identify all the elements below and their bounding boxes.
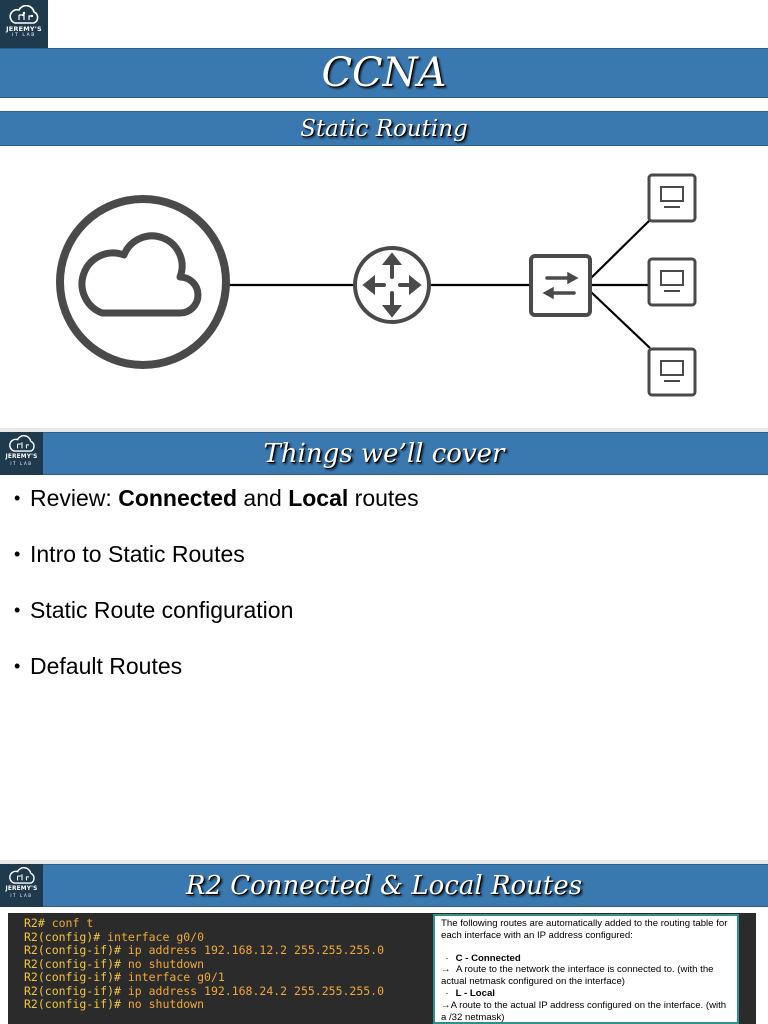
cloud-circuit-icon	[8, 867, 35, 884]
logo-subtext: IT LAB	[12, 33, 36, 38]
arrow-icon: →	[441, 964, 451, 976]
note-intro: The following routes are automatically a…	[441, 918, 728, 941]
list-item: • Default Routes	[14, 653, 183, 679]
title-banner: CCNA	[0, 48, 768, 98]
cli-line: R2(config-if)# no shutdown	[24, 997, 205, 1011]
logo-subtext: IT LAB	[10, 461, 33, 466]
topic-list: • Review: Connected and Local routes • I…	[14, 482, 419, 706]
switch-icon	[529, 254, 592, 317]
cover-banner: Things we’ll cover	[0, 432, 768, 475]
cli-line: R2(config-if)# interface g0/1	[24, 970, 225, 984]
network-diagram	[56, 173, 697, 397]
cli-line: R2(config-if)# ip address 192.168.12.2 2…	[24, 943, 385, 957]
slide-title: CCNA	[321, 50, 447, 96]
note-item-local: · L - Local	[445, 987, 495, 999]
pc-icon	[647, 347, 697, 397]
logo-text: JEREMY'S	[5, 454, 38, 460]
logo-badge: JEREMY'S IT LAB	[0, 0, 48, 48]
pc-icon	[647, 257, 697, 307]
routes-note: The following routes are automatically a…	[433, 914, 739, 1024]
slide-title: R2 Connected & Local Routes	[185, 870, 583, 901]
cli-line: R2# conf t	[24, 916, 94, 930]
cli-line: R2(config)# interface g0/0	[24, 929, 205, 944]
logo-text: JEREMY'S	[5, 886, 38, 892]
logo-badge: JEREMY'S IT LAB	[0, 432, 43, 475]
logo-text: JEREMY'S	[6, 25, 42, 33]
cli-line: R2(config-if)# ip address 192.168.24.2 2…	[24, 983, 385, 998]
subtitle-banner: Static Routing	[0, 111, 768, 146]
arrow-icon: →	[441, 999, 451, 1011]
pc-icon	[647, 173, 697, 223]
note-text-connected: → A route to the network the interface i…	[441, 964, 714, 988]
slide-title: Things we’ll cover	[263, 438, 505, 469]
list-item: • Static Route configuration	[14, 597, 294, 623]
slide-divider	[0, 860, 768, 864]
cli-line: R2(config-if)# no shutdown	[24, 956, 205, 971]
slide-divider	[0, 428, 768, 432]
logo-subtext: IT LAB	[10, 893, 33, 898]
list-item: • Intro to Static Routes	[14, 541, 245, 567]
logo-badge: JEREMY'S IT LAB	[0, 864, 43, 907]
note-item-connected: · C - Connected	[445, 952, 521, 964]
cloud-circuit-icon	[8, 435, 35, 452]
slide-subtitle: Static Routing	[300, 115, 468, 142]
router-icon	[353, 246, 431, 324]
cloud-icon	[56, 195, 230, 369]
note-text-local: →A route to the actual IP address config…	[441, 999, 727, 1023]
routes-banner: R2 Connected & Local Routes	[0, 864, 768, 907]
list-item: • Review: Connected and Local routes	[14, 485, 419, 511]
cloud-circuit-icon	[9, 5, 39, 24]
